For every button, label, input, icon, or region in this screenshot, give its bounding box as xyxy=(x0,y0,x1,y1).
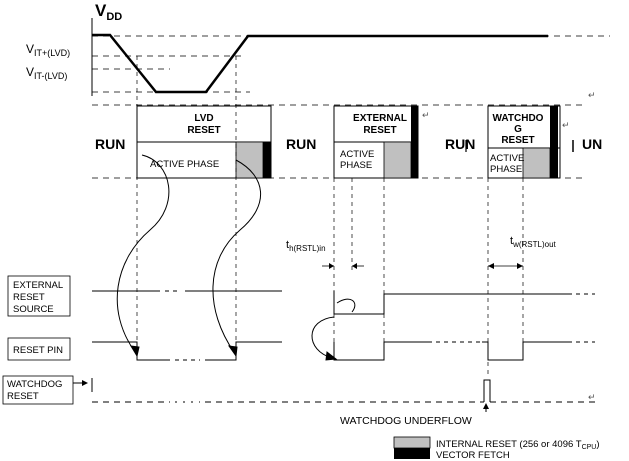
reset-pin-wave-3 xyxy=(333,341,432,361)
ext-reset-source-box xyxy=(7,275,71,317)
lvd-cause-arrowhead-1 xyxy=(130,345,140,358)
lvd-cause-arrowhead-2 xyxy=(227,345,238,358)
vit-minus-label: VIT-(LVD) xyxy=(26,65,67,81)
reset-pin-wave-4 xyxy=(482,341,572,361)
run-state-3: RUN xyxy=(445,136,475,152)
lvd-active-phase-label: ACTIVE PHASE xyxy=(150,159,219,170)
tw-rstl-out-label: tw(RSTL)out xyxy=(510,235,557,249)
legend-internal-reset-label: INTERNAL RESET (256 or 4096 TCPU) xyxy=(436,439,600,451)
legend: INTERNAL RESET (256 or 4096 TCPU) VECTOR… xyxy=(393,436,600,461)
vdd-section: VDD VIT+(LVD) VIT-(LVD) xyxy=(26,1,610,96)
reset-pin-label: RESET PIN xyxy=(13,345,63,356)
tw-arrowhead-right xyxy=(517,263,523,269)
run-state-1: RUN xyxy=(95,136,125,152)
wd-pulse xyxy=(483,379,491,402)
timing-annotations: th(RSTL)in tw(RSTL)out xyxy=(286,235,557,269)
lvd-reset-label-1: LVD xyxy=(194,113,213,124)
vdd-waveform xyxy=(92,33,548,94)
watchdog-active-label-1: ACTIVE xyxy=(490,153,524,164)
causal-arrows xyxy=(116,154,356,361)
run-state-4: UN xyxy=(582,136,602,152)
signal-labels: EXTERNAL RESET SOURCE RESET PIN WATCHDOG… xyxy=(2,275,88,405)
underflow-arrowhead xyxy=(483,403,489,409)
th-arrowhead-left xyxy=(329,263,334,269)
vertical-guides xyxy=(136,56,524,375)
reset-pin-box xyxy=(7,337,71,361)
state-band: LVD RESET ACTIVE PHASE EXTERNAL RESET AC… xyxy=(92,104,602,179)
lvd-cause-arrow-2 xyxy=(212,159,262,353)
watchdog-reset-signal-label-1: WATCHDOG xyxy=(7,379,62,390)
watchdog-reset-label-3: RESET xyxy=(501,135,534,146)
watchdog-reset-signal-label-2: RESET xyxy=(7,391,39,402)
vit-plus-label: VIT+(LVD) xyxy=(26,42,70,58)
watchdog-reset-label-2: G xyxy=(514,124,522,135)
external-reset-label-1: EXTERNAL xyxy=(353,113,407,124)
ext-cause-arrowhead xyxy=(325,351,338,361)
legend-vector-fetch-swatch xyxy=(394,448,430,459)
watchdog-underflow: WATCHDOG UNDERFLOW xyxy=(340,403,489,427)
th-rstl-in-label: th(RSTL)in xyxy=(286,239,326,253)
watchdog-vector-fetch-fill xyxy=(550,106,558,178)
lvd-internal-reset-fill xyxy=(235,141,264,179)
watchdog-reset-signal-box xyxy=(2,375,74,405)
doc-mark-1: ↵ xyxy=(588,90,596,100)
watchdog-active-label-2: PHASE xyxy=(490,164,522,175)
doc-mark-4: ↵ xyxy=(588,392,596,402)
lvd-vector-fetch-fill xyxy=(263,142,271,178)
lvd-cause-arrow-1 xyxy=(116,154,170,353)
external-vector-fetch-fill xyxy=(411,106,418,178)
ext-reset-source-label-3: SOURCE xyxy=(13,304,54,315)
doc-mark-2: ↵ xyxy=(422,110,430,120)
ext-cause-arrow-1 xyxy=(336,298,356,313)
watchdog-internal-reset-fill xyxy=(522,147,551,179)
legend-vector-fetch-label: VECTOR FETCH xyxy=(436,450,510,461)
external-active-label-2: PHASE xyxy=(340,160,372,171)
external-reset-label-2: RESET xyxy=(363,125,396,136)
external-internal-reset-fill xyxy=(383,141,412,179)
legend-internal-reset-swatch xyxy=(393,436,431,449)
reset-pin-wave-2 xyxy=(205,341,282,361)
external-active-label-1: ACTIVE xyxy=(340,149,374,160)
vdd-label: VDD xyxy=(95,1,122,23)
lvd-reset-label-2: RESET xyxy=(187,125,220,136)
ext-reset-source-label-2: RESET xyxy=(13,292,45,303)
ext-src-wave-3 xyxy=(333,291,572,315)
reset-pin-wave-1 xyxy=(92,341,170,361)
watchdog-label-arrowhead xyxy=(82,380,88,386)
watchdog-reset-label-1: WATCHDO xyxy=(493,113,544,124)
tw-arrowhead-left xyxy=(488,263,494,269)
waveforms xyxy=(91,290,600,403)
ext-cause-arrow-2 xyxy=(311,316,335,359)
watchdog-underflow-label: WATCHDOG UNDERFLOW xyxy=(340,415,472,427)
doc-mark-3: ↵ xyxy=(562,120,570,130)
th-arrowhead-right xyxy=(352,263,357,269)
ext-reset-source-label-1: EXTERNAL xyxy=(13,280,63,291)
run-state-2: RUN xyxy=(286,136,316,152)
